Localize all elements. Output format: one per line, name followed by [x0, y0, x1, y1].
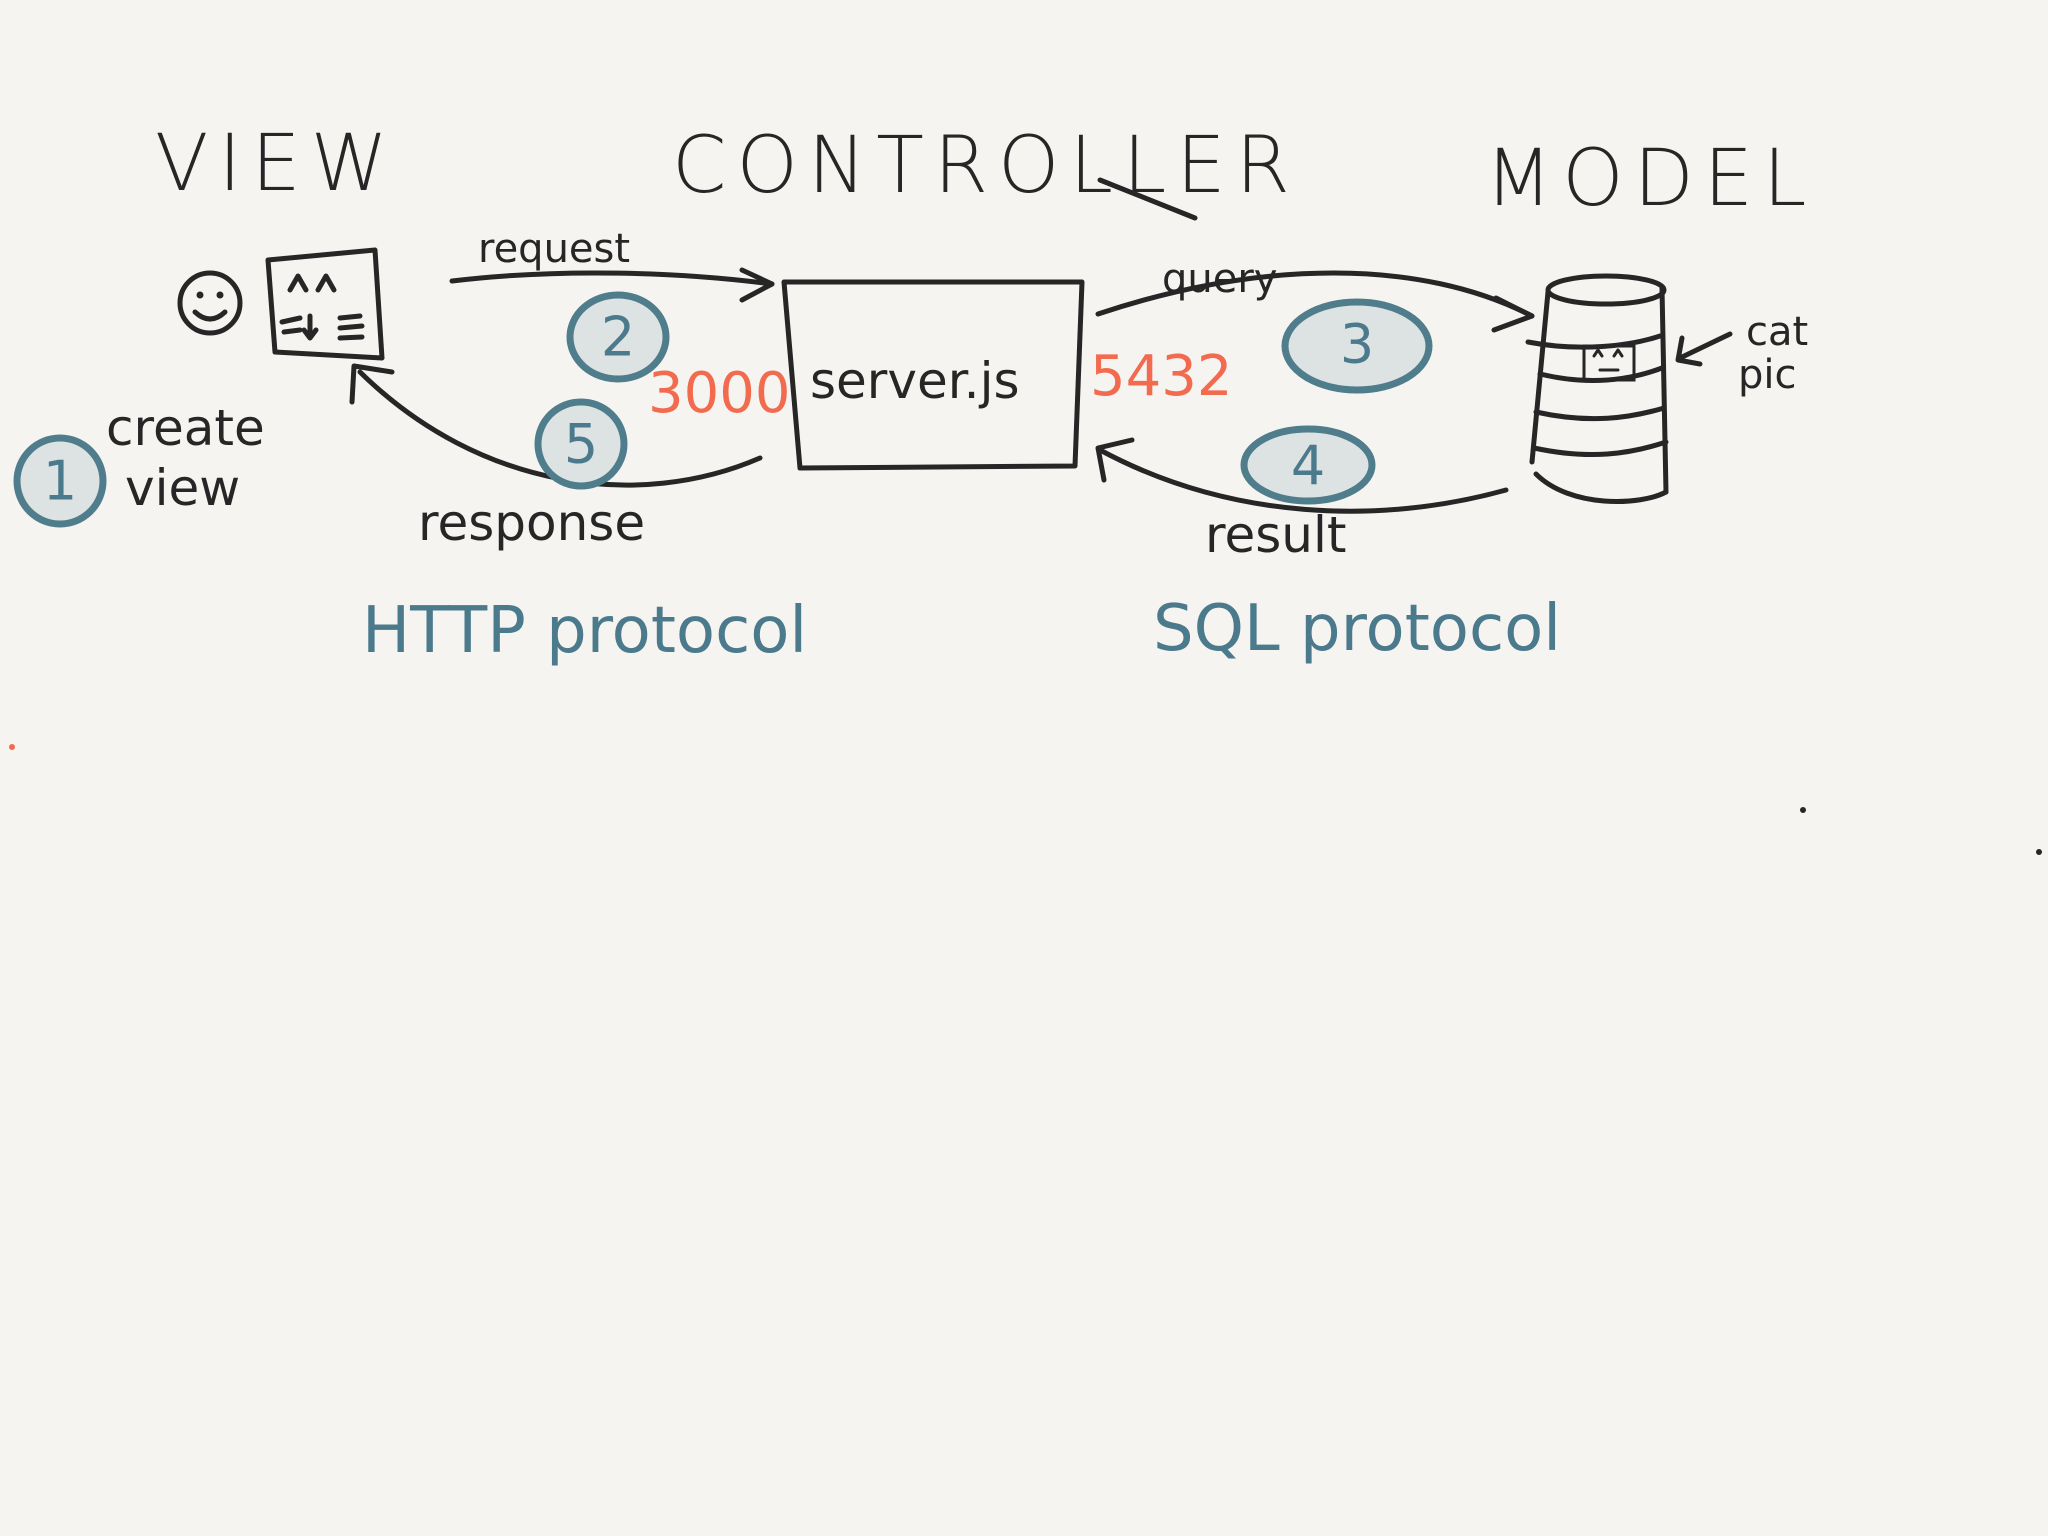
http-protocol-label: HTTP protocol: [362, 594, 807, 668]
model-title: MODEL: [1485, 134, 1817, 224]
request-label: request: [478, 226, 630, 272]
controller-title: CONTROLLER: [672, 121, 1300, 211]
server-label: server.js: [810, 352, 1020, 410]
query-arrow: [1095, 270, 1535, 319]
controller-title-tail: [1097, 177, 1198, 221]
http-port: 3000: [648, 361, 791, 426]
create-label: create: [106, 399, 265, 457]
result-arrow: [1097, 447, 1509, 514]
step-2-badge: 2: [566, 291, 670, 383]
view-label: view: [125, 459, 240, 517]
svg-text:3: 3: [1340, 313, 1374, 376]
response-label: response: [418, 494, 645, 552]
result-label: result: [1205, 506, 1346, 564]
stray-dot: [9, 744, 15, 750]
database-icon: [1525, 273, 1669, 504]
stray-dot: [1800, 807, 1806, 813]
step-5-badge: 5: [534, 398, 628, 490]
request-arrow: [449, 270, 775, 287]
pic-label: pic: [1738, 352, 1797, 398]
browser-page-icon: [265, 247, 385, 361]
user-icon: [177, 270, 243, 336]
stray-dot: [2036, 849, 2042, 855]
view-title: VIEW: [155, 119, 398, 209]
sql-port: 5432: [1090, 344, 1233, 409]
svg-text:2: 2: [601, 306, 635, 369]
cat-picture-icon: [1582, 344, 1636, 382]
svg-text:5: 5: [564, 413, 598, 476]
step-3-badge: 3: [1281, 298, 1433, 394]
sql-protocol-label: SQL protocol: [1153, 592, 1561, 666]
cat-pic-pointer: [1677, 331, 1733, 361]
step-4-badge: 4: [1240, 425, 1376, 505]
server-box: [781, 279, 1085, 471]
cat-label: cat: [1746, 309, 1808, 355]
svg-text:4: 4: [1291, 435, 1325, 498]
step-1-badge: 1: [13, 434, 107, 528]
svg-text:1: 1: [43, 450, 77, 513]
